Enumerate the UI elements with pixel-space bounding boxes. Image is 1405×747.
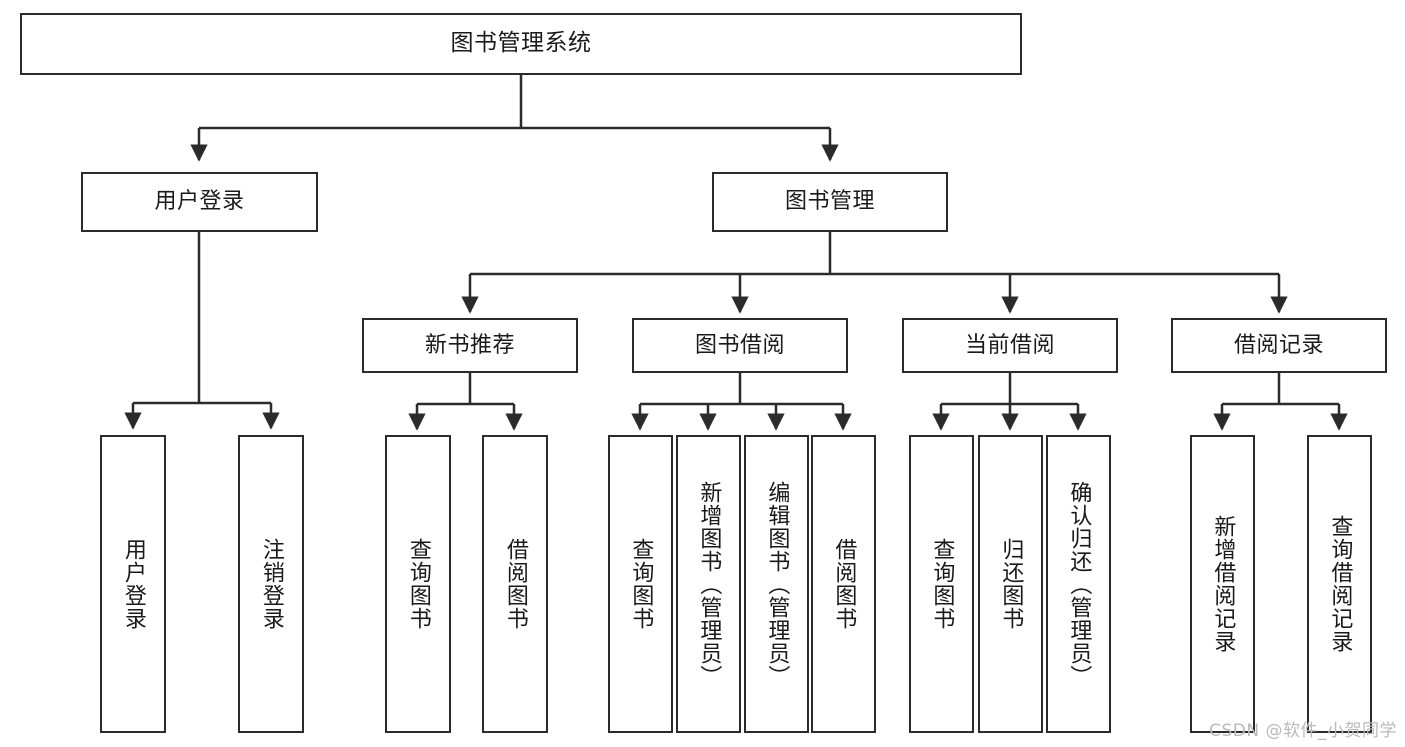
leaf-recommend-query-book[interactable]: 查询图书 [385,435,451,733]
node-label: 图书管理系统 [450,30,592,57]
node-label: 归还图书 [998,538,1024,630]
node-label: 图书管理 [784,189,875,215]
leaf-borrow-edit-book-admin[interactable]: 编辑图书（管理员） [744,435,809,733]
node-label: 新书推荐 [424,332,515,358]
node-label: 借阅图书 [831,538,857,630]
node-label: 注销登录 [258,538,284,630]
node-label: 新增借阅记录 [1210,515,1236,653]
leaf-borrow-borrow-book[interactable]: 借阅图书 [811,435,876,733]
leaf-current-query-book[interactable]: 查询图书 [909,435,974,733]
node-book-management[interactable]: 图书管理 [712,172,948,232]
node-label: 图书借阅 [694,332,785,358]
leaf-record-query-record[interactable]: 查询借阅记录 [1307,435,1372,733]
leaf-current-return-book[interactable]: 归还图书 [978,435,1043,733]
leaf-record-add-record[interactable]: 新增借阅记录 [1190,435,1255,733]
node-label: 借阅图书 [502,538,528,630]
node-user-login[interactable]: 用户登录 [81,172,318,232]
leaf-borrow-query-book[interactable]: 查询图书 [608,435,673,733]
node-current-borrow[interactable]: 当前借阅 [902,318,1118,373]
node-label: 查询图书 [628,538,654,630]
node-label: 确认归还（管理员） [1066,480,1092,688]
leaf-user-login-signout[interactable]: 注销登录 [238,435,304,733]
node-label: 用户登录 [120,538,146,630]
node-label: 查询图书 [929,538,955,630]
node-label: 编辑图书（管理员） [764,480,790,688]
leaf-user-login-signin[interactable]: 用户登录 [100,435,166,733]
leaf-current-confirm-return-admin[interactable]: 确认归还（管理员） [1046,435,1111,733]
watermark-text: CSDN @软件_小贺同学 [1209,721,1397,741]
node-new-book-recommend[interactable]: 新书推荐 [362,318,578,373]
leaf-recommend-borrow-book[interactable]: 借阅图书 [482,435,548,733]
node-label: 当前借阅 [964,332,1055,358]
leaf-borrow-add-book-admin[interactable]: 新增图书（管理员） [676,435,741,733]
node-label: 借阅记录 [1233,332,1324,358]
node-label: 查询借阅记录 [1327,515,1353,653]
node-borrow-record[interactable]: 借阅记录 [1171,318,1387,373]
node-book-borrow[interactable]: 图书借阅 [632,318,848,373]
node-root-system[interactable]: 图书管理系统 [20,13,1022,75]
node-label: 查询图书 [405,538,431,630]
node-label: 用户登录 [154,189,245,215]
node-label: 新增图书（管理员） [696,480,722,688]
